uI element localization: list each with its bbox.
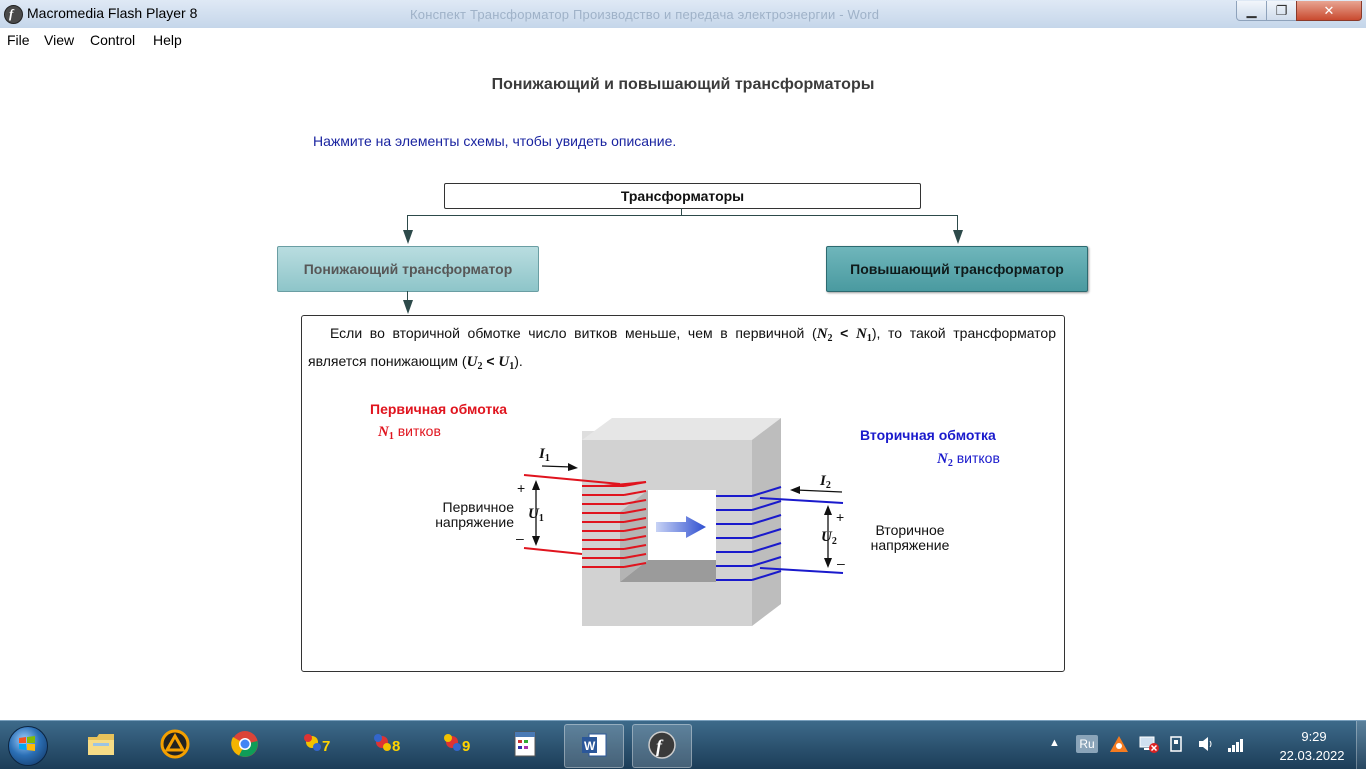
minimize-icon: ▁ (1246, 3, 1257, 18)
secondary-minus-sign: – (837, 555, 845, 571)
flash-icon: f (648, 731, 676, 759)
taskbar-chemistry-8[interactable]: 8 (356, 724, 414, 766)
page-title: Понижающий и повышающий трансформаторы (491, 76, 875, 93)
taskbar-aimp[interactable] (146, 724, 204, 766)
restore-icon: ❐ (1275, 3, 1288, 18)
window-titlebar: f Macromedia Flash Player 8 Конспект Тра… (0, 0, 1366, 28)
menu-control[interactable]: Control (90, 32, 136, 48)
secondary-winding-label[interactable]: Вторичная обмотка (860, 427, 996, 443)
connector-line (407, 291, 408, 301)
arrow-down-icon (532, 536, 540, 546)
clock-date[interactable]: 22.03.2022 (1279, 748, 1345, 763)
voltage-u1-label: U1 (528, 506, 544, 524)
secondary-plus-sign: + (836, 509, 845, 525)
arrow-down-icon (403, 230, 413, 244)
menu-view[interactable]: View (44, 32, 75, 48)
taskbar-chemistry-9[interactable]: 9 (426, 724, 484, 766)
arrow-down-icon (824, 558, 832, 568)
chrome-icon (231, 731, 258, 757)
arrow-up-icon (532, 480, 540, 490)
secondary-winding[interactable] (716, 486, 844, 581)
connector-line (957, 215, 958, 232)
aimp-icon (160, 729, 190, 759)
badge-8: 8 (392, 738, 401, 755)
menu-help[interactable]: Help (153, 32, 182, 48)
close-icon: ✕ (1323, 3, 1335, 18)
core-window (648, 490, 716, 582)
taskbar-calendar-app[interactable] (496, 724, 554, 766)
connector-line (681, 208, 682, 216)
svg-text:f: f (656, 736, 664, 756)
badge-9: 9 (462, 738, 471, 755)
arrow-right-icon (568, 463, 578, 471)
language-indicator[interactable]: Ru (1076, 735, 1098, 753)
arrow-down-icon (953, 230, 963, 244)
flux-arrow-icon (656, 516, 706, 538)
taskbar-chrome[interactable] (216, 724, 274, 766)
taskbar-file-explorer[interactable] (72, 724, 130, 766)
primary-turns-label: N1 витков (378, 423, 441, 442)
svg-text:W: W (584, 739, 596, 753)
show-desktop-button[interactable] (1356, 721, 1366, 769)
secondary-turns-label: N2 витков (937, 450, 1000, 469)
folder-icon (88, 734, 114, 755)
primary-winding-label[interactable]: Первичная обмотка (370, 401, 508, 417)
menu-file[interactable]: File (7, 32, 30, 48)
primary-minus-sign: – (516, 530, 524, 546)
word-icon: W (582, 733, 607, 757)
arrow-up-icon (824, 505, 832, 515)
step-up-transformer-button[interactable]: Повышающий трансформатор (826, 246, 1088, 292)
core-window-shadow (620, 560, 716, 582)
windows-logo-icon (19, 736, 35, 751)
signal-strength-icon[interactable] (1226, 734, 1246, 754)
arrow-down-icon (403, 300, 413, 314)
connector-line (407, 215, 958, 216)
molecule-icon (304, 734, 321, 751)
show-hidden-icons-button[interactable]: ▲ (1049, 737, 1060, 749)
network-error-icon[interactable] (1138, 734, 1160, 754)
step-down-transformer-button[interactable]: Понижающий трансформатор (277, 246, 539, 292)
taskbar-word[interactable]: W (564, 724, 624, 768)
arrow-left-icon (790, 486, 800, 494)
molecule-icon (444, 734, 461, 751)
primary-winding[interactable] (523, 474, 647, 568)
connector-line (407, 215, 408, 232)
menu-bar: File View Control Help (0, 28, 1366, 50)
molecule-icon (374, 734, 391, 751)
volume-icon[interactable] (1196, 734, 1216, 754)
current-i2-arrow (795, 489, 843, 493)
transformers-root-box[interactable]: Трансформаторы (444, 183, 921, 209)
taskbar-flash-player[interactable]: f (632, 724, 692, 768)
calendar-icon (514, 731, 536, 757)
close-button[interactable]: ✕ (1296, 1, 1362, 21)
safely-remove-hardware-icon[interactable] (1166, 734, 1186, 754)
current-i1-arrow (541, 465, 573, 468)
window-title: Macromedia Flash Player 8 (27, 5, 198, 21)
avast-icon[interactable] (1108, 734, 1130, 754)
flash-player-icon: f (4, 5, 23, 24)
current-i2-label: I2 (820, 473, 831, 491)
primary-plus-sign: + (517, 480, 526, 496)
description-text: Если во вторичной обмотке число витков м… (308, 325, 1056, 372)
instruction-text: Нажмите на элементы схемы, чтобы увидеть… (313, 133, 677, 149)
taskbar: 7 8 9 W f ▲ Ru (0, 720, 1366, 769)
core-top-face[interactable] (582, 418, 781, 440)
background-window-title: Конспект Трансформатор Производство и пе… (410, 7, 880, 22)
voltage-u2-label: U2 (821, 529, 837, 547)
start-button[interactable] (3, 723, 53, 767)
taskbar-chemistry-7[interactable]: 7 (286, 724, 344, 766)
current-i1-label: I1 (539, 446, 550, 464)
clock-time[interactable]: 9:29 (1301, 729, 1327, 744)
badge-7: 7 (322, 738, 331, 755)
